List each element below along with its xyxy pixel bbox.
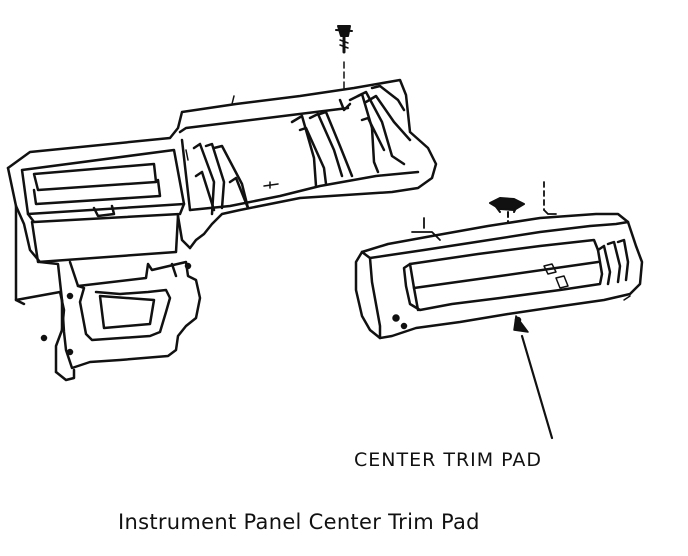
- callout-arrow: [513, 315, 554, 440]
- figure-caption: Instrument Panel Center Trim Pad: [118, 510, 480, 534]
- instrument-panel: [6, 78, 438, 382]
- callout-label: CENTER TRIM PAD: [354, 449, 543, 471]
- clip-icon: [489, 197, 525, 223]
- center-trim-pad: [354, 212, 644, 340]
- fastener-lines: [411, 181, 557, 241]
- screw-icon: [335, 25, 353, 93]
